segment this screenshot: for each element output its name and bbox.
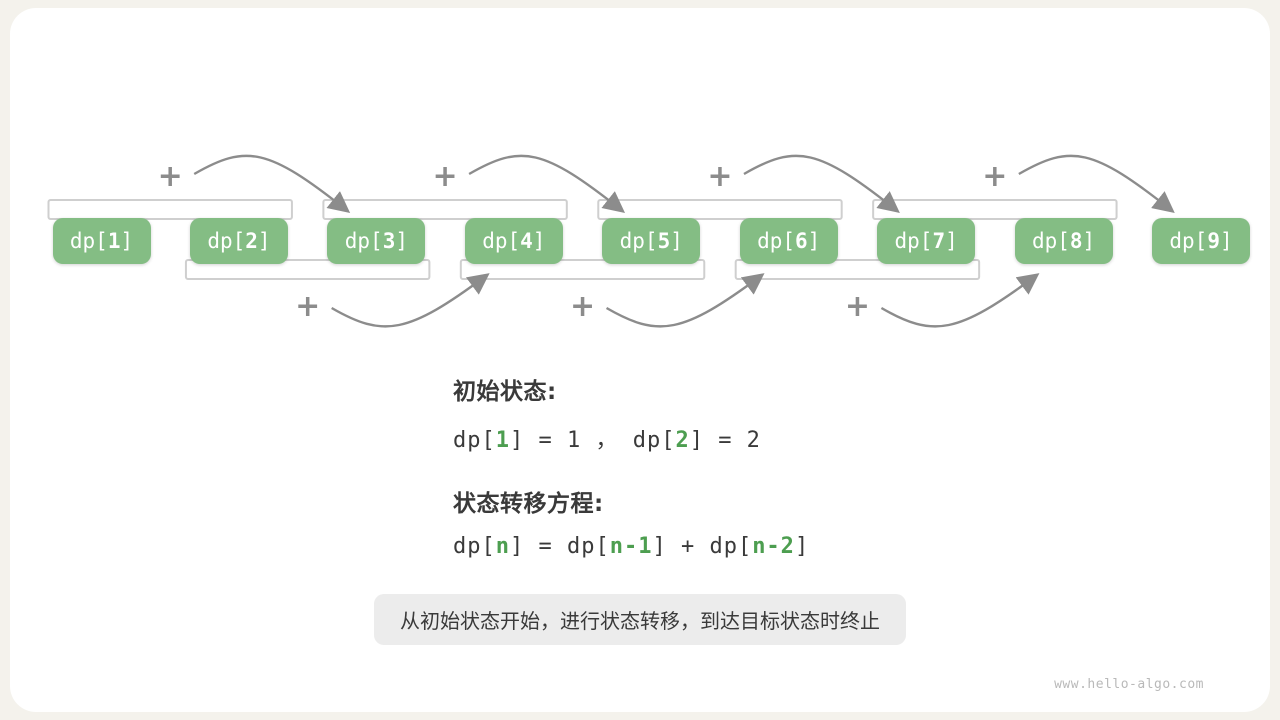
transition-arrow-top-2 [468,154,626,213]
dp-box-label-num: 9 [1207,229,1220,253]
pair-bracket-bottom-3 [734,259,981,280]
equation-highlight: n-1 [609,534,653,559]
dp-box-label-post: ] [532,229,546,253]
equation-highlight: 2 [675,428,690,453]
dp-box-label-post: ] [120,229,134,253]
pair-bracket-bottom-2 [459,259,706,280]
pair-bracket-bottom-1 [184,259,431,280]
transition-equation-label: 状态转移方程: [453,491,604,517]
transition-arrow-bottom-2 [605,273,765,328]
pair-bracket-top-4 [872,199,1118,220]
dp-box-label-post: ] [1082,229,1096,253]
dp-state-diagram: +++++++ dp[1]dp[2]dp[3]dp[4]dp[5]dp[6]dp… [10,8,1280,353]
dp-box-label-post: ] [257,229,271,253]
equation-highlight: n-2 [752,534,795,559]
dp-box-label-pre: dp[ [757,229,795,253]
equation-text: dp[ [453,428,496,453]
dp-box-7: dp[7] [877,218,976,264]
watermark: www.hello-algo.com [1054,677,1204,692]
plus-icon: + [570,289,595,324]
dp-box-label-num: 2 [245,229,258,253]
dp-box-label-num: 6 [795,229,808,253]
dp-box-4: dp[4] [464,218,563,264]
initial-state-equation: dp[1] = 1 ， dp[2] = 2 [453,422,809,454]
caption-pill: 从初始状态开始，进行状态转移，到达目标状态时终止 [374,594,906,645]
plus-icon: + [433,159,458,194]
dp-box-label-pre: dp[ [482,229,521,253]
plus-icon: + [845,289,870,324]
plus-icon: + [982,159,1007,194]
dp-box-label-num: 4 [520,229,533,253]
dp-box-label-pre: dp[ [344,229,383,253]
dp-box-9: dp[9] [1152,218,1251,264]
dp-box-label-num: 7 [932,229,946,253]
dp-box-label-post: ] [670,229,683,253]
pair-bracket-top-1 [47,199,293,220]
initial-state-label: 初始状态: [453,379,557,405]
arrows-brackets-layer: + + + + + + + [47,154,1175,328]
dp-box-label-post: ] [395,229,408,253]
dp-box-label-post: ] [945,229,958,253]
transition-arrow-top-3 [743,154,900,213]
transition-arrow-top-4 [1018,154,1175,213]
dp-box-label-pre: dp[ [894,229,933,253]
dp-box-1: dp[1] [52,218,151,264]
dp-box-label-num: 8 [1069,229,1083,253]
equation-text: ] [794,534,810,559]
transition-arrow-top-1 [193,154,351,213]
figure-card: +++++++ dp[1]dp[2]dp[3]dp[4]dp[5]dp[6]dp… [10,8,1270,712]
equation-highlight: n [495,534,510,559]
dp-box-6: dp[6] [739,218,838,264]
dp-box-3: dp[3] [327,218,426,264]
dp-box-label-post: ] [1219,229,1233,253]
plus-icon: + [158,159,183,194]
dp-box-8: dp[8] [1014,218,1113,264]
transition-arrow-bottom-3 [880,273,1040,328]
pair-bracket-top-2 [322,199,568,220]
plus-icon: + [295,289,320,324]
transition-equation: dp[n] = dp[n-1] + dp[n-2] [453,534,809,559]
dp-box-label-post: ] [807,229,821,253]
equation-text: ] + dp[ [652,534,753,559]
info-block: 初始状态: dp[1] = 1 ， dp[2] = 2 状态转移方程: dp[n… [453,372,809,589]
dp-box-2: dp[2] [189,218,288,264]
dp-box-label-pre: dp[ [207,229,246,253]
dp-box-5: dp[5] [602,218,701,264]
transition-arrow-bottom-1 [331,273,490,328]
dp-box-label-num: 3 [382,229,396,253]
dp-box-label-num: 5 [657,229,671,253]
equation-text: dp[ [453,534,496,559]
dp-box-label-pre: dp[ [1169,229,1208,253]
equation-text: ] = dp[ [510,534,610,559]
dp-box-label-num: 1 [107,229,121,253]
dp-box-label-pre: dp[ [1031,229,1070,253]
equation-highlight: 1 [495,428,510,453]
equation-text: ] = 1 ， dp[ [510,428,676,453]
dp-box-label-pre: dp[ [619,229,658,253]
plus-icon: + [707,159,732,194]
pair-bracket-top-3 [597,199,843,220]
equation-text: ] = 2 [689,428,761,453]
dp-box-label-pre: dp[ [69,229,108,253]
